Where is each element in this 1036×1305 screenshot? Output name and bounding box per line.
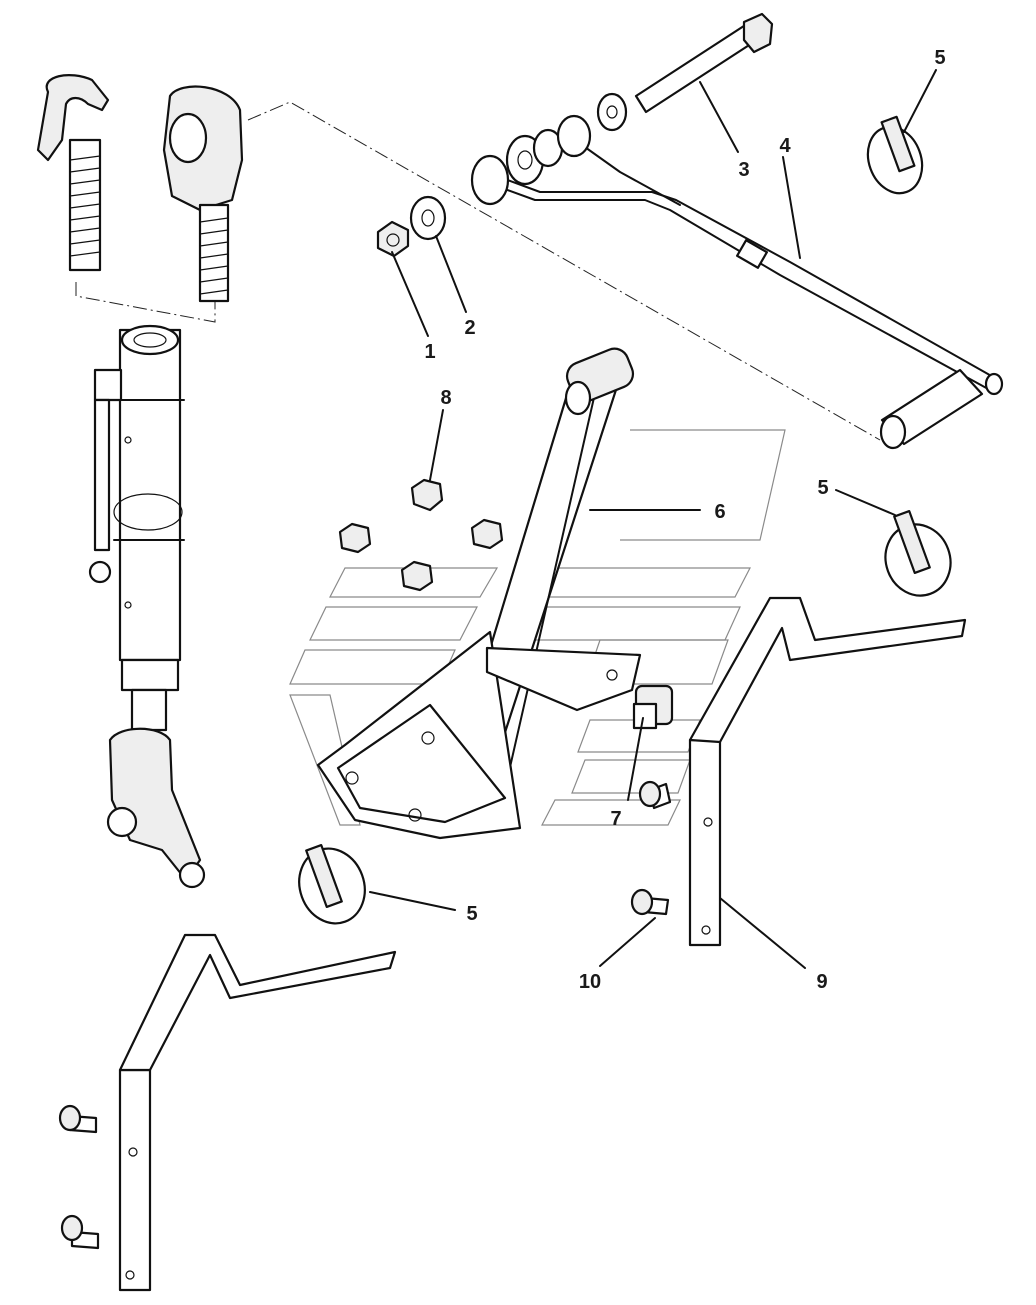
- callout-5-top: 5: [934, 47, 945, 69]
- stand-bar-4: [470, 114, 1004, 450]
- callout-3: 3: [738, 159, 749, 181]
- assembly-lines: [75, 101, 881, 441]
- bolt-10: [630, 888, 670, 916]
- lower-bracket: [58, 933, 397, 1292]
- callout-6: 6: [714, 501, 725, 523]
- clip-7: [632, 684, 674, 810]
- callout-2: 2: [464, 317, 475, 339]
- lynch-pin-a: [866, 115, 924, 195]
- callout-4: 4: [779, 135, 791, 157]
- lynch-pin-c: [298, 843, 366, 925]
- callout-5-left: 5: [466, 903, 477, 925]
- callout-labels: 1 2 3 4 5 5 5 6 7 8 9 10: [424, 47, 945, 993]
- callout-10: 10: [579, 971, 601, 993]
- callout-7: 7: [610, 808, 621, 830]
- nut-washer: [376, 195, 447, 258]
- bolt-3: [596, 12, 774, 132]
- top-link-assembly: [36, 74, 244, 889]
- callout-8: 8: [440, 387, 451, 409]
- bracket-9: [688, 596, 967, 947]
- stand-6: [316, 347, 642, 840]
- nut-group-8: [338, 478, 504, 592]
- callout-9: 9: [816, 971, 827, 993]
- leader-lines: [369, 69, 937, 969]
- lynch-pin-b: [884, 509, 952, 597]
- watermark: [289, 429, 786, 826]
- callout-5-right: 5: [817, 477, 828, 499]
- callout-1: 1: [424, 341, 435, 363]
